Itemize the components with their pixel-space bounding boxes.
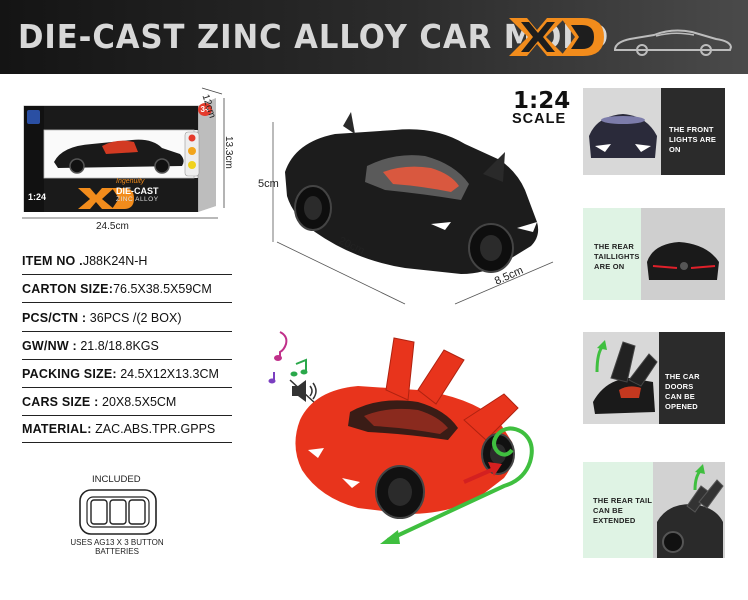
spec-cars-size: CARS SIZE : 20X8.5X5CM — [22, 395, 232, 416]
package-line-main: DIE-CAST — [116, 186, 159, 196]
speaker-icon — [289, 379, 317, 405]
spec-packing-size: PACKING SIZE: 24.5X12X13.3CM — [22, 367, 232, 388]
battery-included-label: INCLUDED — [92, 474, 141, 485]
arrow-up-icon — [693, 464, 705, 491]
pull-back-spiral-icon — [380, 426, 534, 544]
black-car-image — [272, 112, 554, 305]
package-scale-label: 1:24 — [28, 192, 47, 202]
car-silhouette-icon — [614, 29, 733, 56]
package-line-script: Ingenuity — [116, 178, 145, 185]
age-badge: 3+ — [198, 103, 212, 116]
package-line-sub: ZINC ALLOY — [116, 196, 159, 203]
music-note-icon — [268, 372, 276, 384]
arrow-up-icon — [595, 340, 607, 373]
spec-material: MATERIAL: ZAC.ABS.TPR.GPPS — [22, 422, 232, 443]
music-note-icon — [290, 358, 308, 377]
sound-icons — [268, 331, 317, 405]
brand-logo — [509, 18, 604, 56]
package-height-label: 13.3cm — [223, 136, 234, 169]
car-height-label: 5cm — [258, 178, 279, 190]
red-arrow-icon — [463, 462, 502, 484]
spec-pcs-ctn: PCS/CTN : 36PCS /(2 BOX) — [22, 311, 232, 332]
battery-note: USES AG13 X 3 BUTTON BATTERIES — [70, 538, 164, 556]
red-car-image — [295, 337, 534, 544]
battery-icon — [79, 489, 157, 535]
package-width-label: 24.5cm — [96, 221, 129, 232]
package-box — [23, 98, 216, 212]
spec-carton-size: CARTON SIZE:76.5X38.5X59CM — [22, 282, 232, 303]
music-note-icon — [274, 331, 288, 361]
spec-gw-nw: GW/NW : 21.8/18.8KGS — [22, 339, 232, 360]
scale-word: SCALE — [512, 111, 567, 127]
header-banner — [0, 0, 748, 74]
spec-item-no: ITEM NO .J88K24N-H — [22, 254, 232, 275]
page-title: DIE-CAST ZINC ALLOY CAR MOLD — [18, 17, 610, 56]
scale-ratio: 1:24 — [513, 88, 571, 114]
